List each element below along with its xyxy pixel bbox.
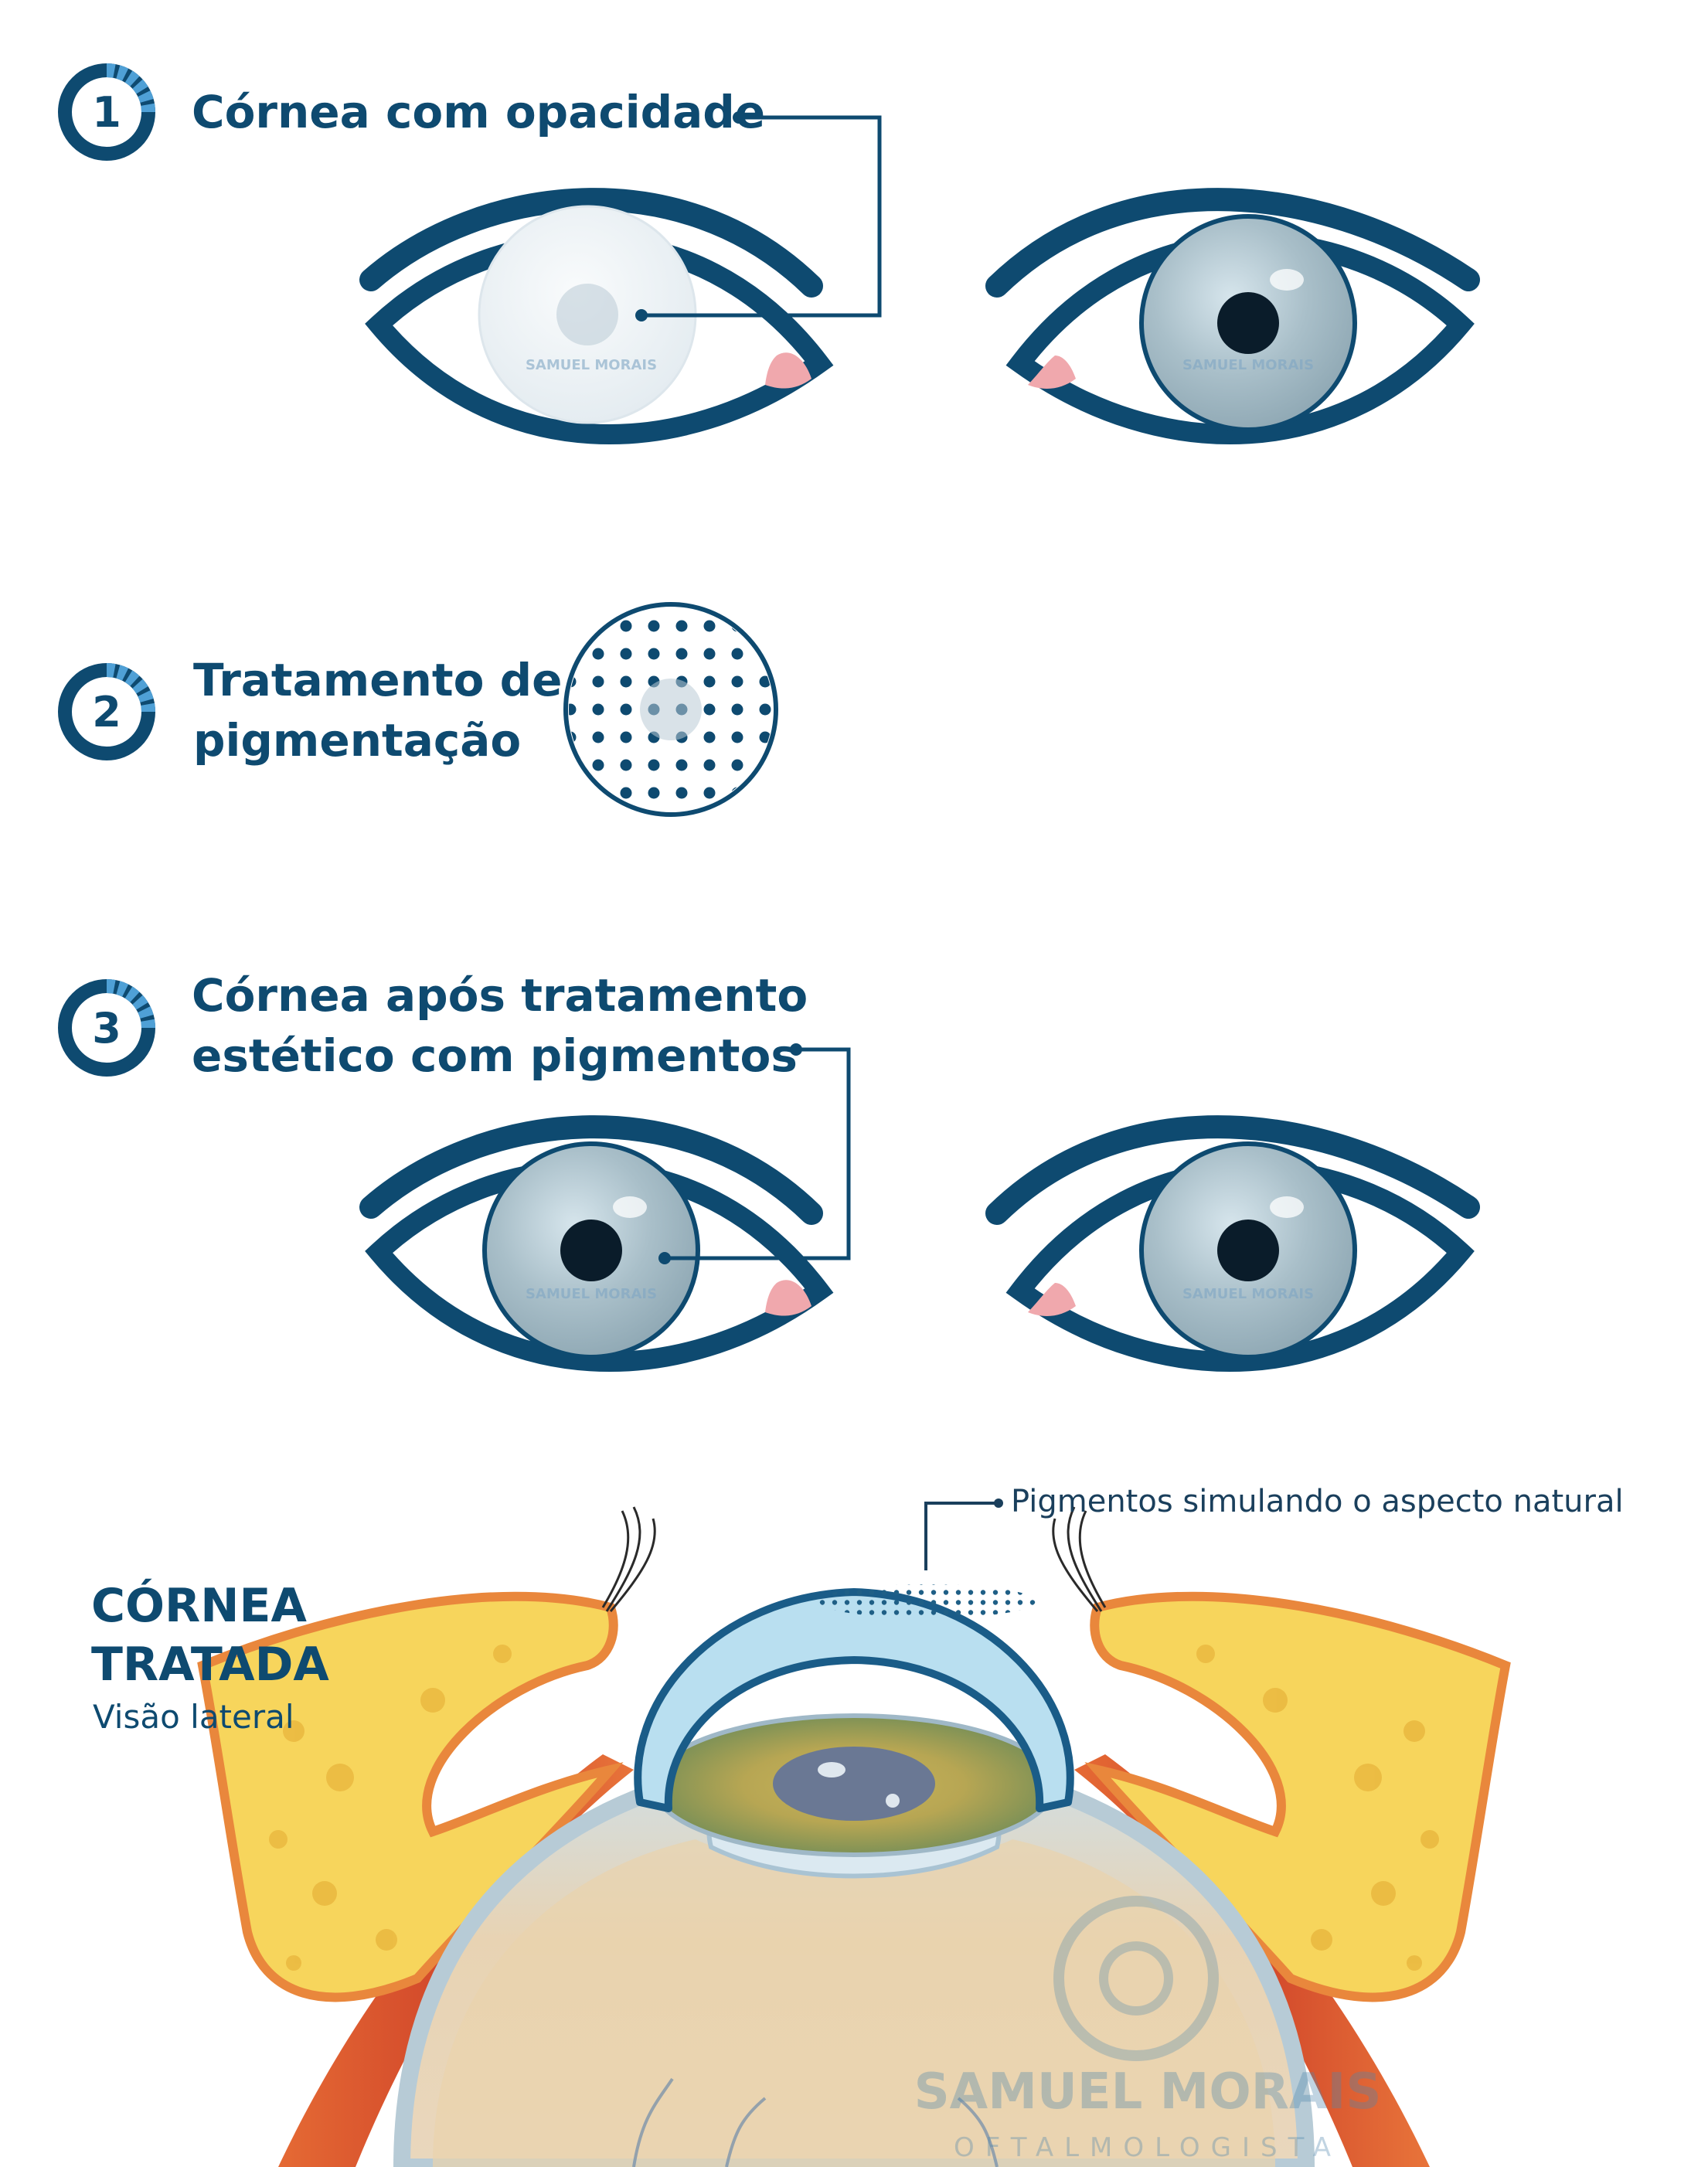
watermark-logo-icon [556,284,618,345]
step-2-number: 2 [92,688,121,737]
step-3-leader-line [658,1043,851,1264]
fat-lobules [269,1645,1439,1971]
caruncle [765,1280,811,1316]
side-view-subtitle: Visão lateral [93,1698,294,1736]
highlight [1270,269,1304,291]
pupil [560,1220,622,1281]
eyebrow-line [359,188,823,298]
eye-watermark: SAMUEL MORAIS [526,1286,657,1302]
eyebrow-line [359,1115,823,1225]
eyebrow-line [985,188,1480,298]
eyebrow-line [985,1115,1480,1225]
caruncle [765,352,811,389]
eyelid-fat-left [197,1591,624,2002]
step-1-leader-line [635,111,882,321]
pupil-highlight-small [886,1794,900,1808]
eye-opaque-cornea [359,188,834,444]
pigmentation-dot-disc [563,602,778,817]
eye-treated-right [985,1115,1480,1372]
watermark-name: SAMUEL MORAIS [914,2063,1382,2121]
step-3-number: 3 [92,1004,121,1053]
corneal-pigment-patch [819,1584,1036,1618]
vitreous [433,1839,1275,2167]
pigment-callout: Pigmentos simulando o aspecto natural [1011,1484,1624,1519]
eyelashes-left [601,1506,656,1612]
step-2-title-line1: Tratamento de [193,654,562,706]
eyelashes-right [1052,1506,1107,1612]
eye-watermark: SAMUEL MORAIS [526,357,657,373]
caruncle [1028,1283,1076,1316]
step-1-badge: 1 [58,63,155,161]
side-view-title-line1: CÓRNEA [91,1578,307,1633]
side-view-title-line2: TRATADA [91,1638,329,1692]
pupil-highlight [818,1762,845,1777]
step-1-title: Córnea com opacidade [192,86,765,138]
treated-cornea [634,1588,1074,1812]
pupil [1217,1220,1279,1281]
side-view-leader-line [924,1499,1003,1570]
side-pupil [773,1747,935,1821]
eye-watermark: SAMUEL MORAIS [1182,1286,1314,1302]
pupil [1217,292,1279,354]
eye-normal-right [985,188,1480,444]
caruncle [1028,355,1076,389]
highlight [1270,1196,1304,1218]
step-2-title-line2: pigmentação [193,714,521,767]
highlight [613,1196,647,1218]
watermark-role: OFTALMOLOGISTA [954,2132,1342,2163]
step-3-badge: 3 [58,979,155,1077]
watermark-logo-icon [640,679,702,740]
step-2-badge: 2 [58,663,155,760]
eye-watermark: SAMUEL MORAIS [1182,357,1314,373]
step-3-title-line2: estético com pigmentos [192,1029,798,1082]
cornea-side-view: SAMUEL MORAIS OFTALMOLOGISTA [197,1506,1511,2167]
eyelid-fat-right [1084,1591,1511,2002]
eye-treated-left [359,1115,834,1372]
watermark-logo-icon [1053,1896,1219,2061]
step-1-number: 1 [92,88,121,137]
step-3-title-line1: Córnea após tratamento [192,969,808,1022]
retinal-vessels [632,2077,999,2167]
